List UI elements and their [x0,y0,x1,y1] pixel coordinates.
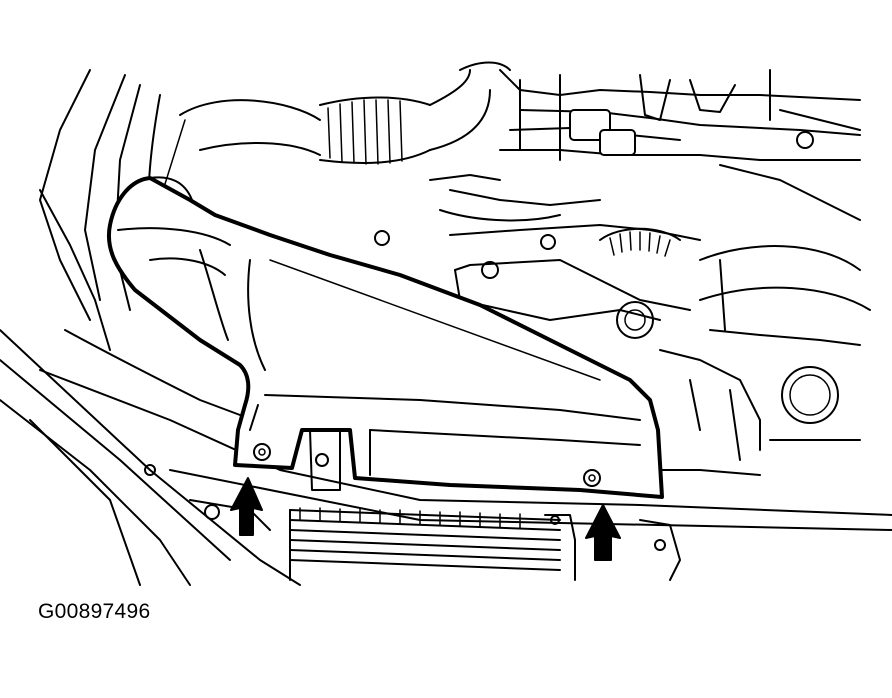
radiator-core [144,464,681,581]
radiator-support-frame [0,329,892,586]
engine-components [374,69,871,476]
figure-code: G00897496 [38,600,151,623]
intake-hose [179,61,511,165]
arrow-right-bolt [585,504,621,561]
left-fender-panel [39,69,186,351]
airbox-duct [106,176,664,499]
engine-bay-diagram [0,61,892,586]
arrow-left-bolt [230,477,263,536]
